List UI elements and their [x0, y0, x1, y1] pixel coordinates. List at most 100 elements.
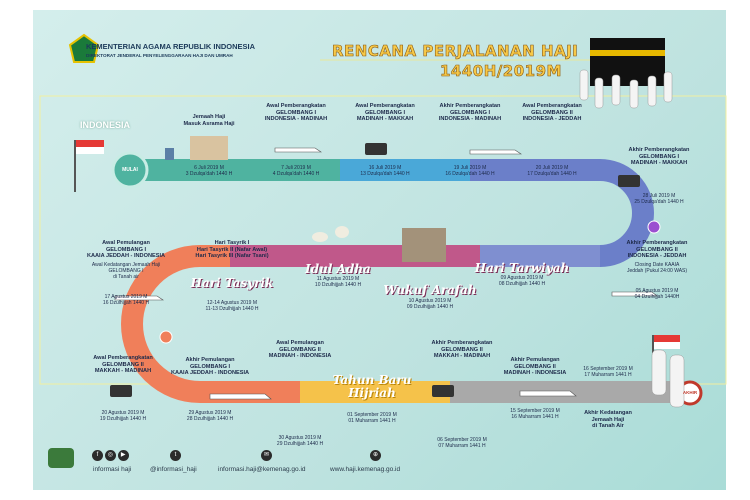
event-title: Tahun Baru Hijriah — [332, 373, 412, 400]
instagram-icon[interactable]: ◎ — [104, 450, 116, 461]
event-label: KAAIA JEDDAH - INDONESIA — [86, 253, 166, 260]
event-date-gregorian: 29 Agustus 2019 M — [188, 410, 232, 416]
event-label: Hari Tasyrik III (Nafar Tsani) — [195, 253, 269, 260]
event-label: Awal Pemberangkatan — [93, 355, 153, 361]
footer-twitter-link[interactable]: @informasi_haji — [150, 466, 197, 473]
event-note: GELOMBANG I — [108, 267, 144, 274]
event-date-hijri: 4 Dzulqa'dah 1440 H — [272, 171, 320, 177]
event-date-hijri: 13 Dzulqa'dah 1440 H — [360, 171, 410, 177]
event-label: MAKKAH - MADINAH — [94, 368, 152, 375]
start-circle — [111, 151, 149, 189]
event-label: GELOMBANG II — [531, 109, 573, 116]
event-date-hijri: 11-13 Dzulhijjah 1440 H — [205, 306, 259, 312]
event-date-gregorian: 11 Agustus 2019 M — [316, 276, 360, 282]
youtube-icon[interactable]: ▶ — [117, 450, 129, 461]
event-date-gregorian: 20 Juli 2019 M — [535, 165, 569, 171]
pilgrims-icon — [579, 69, 685, 408]
airplane-icon — [519, 390, 577, 397]
airplane-icon — [209, 393, 272, 400]
ministry-name: KEMENTERIAN AGAMA REPUBLIK INDONESIA — [86, 42, 256, 51]
footer-facebook-link[interactable]: informasi haji — [93, 466, 132, 473]
event-date-gregorian: 30 Agustus 2019 M — [278, 435, 322, 441]
flag-indonesia-icon — [76, 140, 104, 147]
event-date-hijri: 09 Dzulhijjah 1440 H — [406, 304, 454, 310]
event-label: Awal Pemberangkatan — [355, 103, 415, 109]
footer-social: f ◎ ▶ — [92, 450, 129, 461]
flag-pole — [74, 140, 76, 192]
end-label: AKHIR — [682, 390, 698, 395]
event-date-hijri: 01 Muharram 1441 H — [348, 418, 396, 424]
event-label: Jemaah Haji — [192, 114, 226, 120]
event-label: Jemaah Haji — [591, 416, 625, 423]
facebook-icon[interactable]: f — [92, 450, 103, 461]
event-label: GELOMBANG I — [449, 109, 491, 116]
event-date-hijri: 07 Muharram 1441 H — [438, 443, 486, 449]
direction-down-icon — [647, 220, 661, 234]
event-label: Awal Pemulangan — [276, 340, 324, 346]
event-title: Hari Tasyrik — [190, 276, 274, 290]
road-segment-orange — [121, 245, 300, 403]
event-label: MAKKAH - MADINAH — [433, 353, 491, 360]
event-date-hijri: 29 Dzulhijjah 1440 H — [276, 441, 324, 447]
event-date-gregorian: 09 Agustus 2019 M — [500, 275, 544, 281]
event-date-gregorian: 05 Agustus 2019 M — [635, 287, 679, 294]
event-label: Akhir Pemberangkatan — [626, 240, 688, 246]
event-label: INDONESIA - MADINAH — [438, 116, 502, 123]
event-label: MADINAH - MAKKAH — [356, 116, 414, 123]
event-date-gregorian: 20 Agustus 2019 M — [101, 410, 145, 416]
event-label: Akhir Pemberangkatan — [431, 340, 493, 346]
event-date-hijri: 19 Dzulhijjah 1440 H — [99, 416, 147, 422]
event-label: GELOMBANG II — [441, 346, 483, 353]
footer-logo — [48, 448, 74, 468]
event-title: Wukuf Arafah — [383, 283, 477, 297]
event-date-hijri: 28 Dzulhijjah 1440 H — [186, 416, 234, 422]
event-date-hijri: 10 Dzulhijjah 1440 H — [314, 282, 362, 288]
event-label: GELOMBANG I — [364, 109, 406, 116]
ministry-logo — [68, 33, 100, 63]
flag-indonesia-icon — [654, 335, 680, 342]
event-label: INDONESIA - MADINAH — [264, 116, 328, 123]
event-label: Awal Pemberangkatan — [266, 103, 326, 109]
event-label: Akhir Pemberangkatan — [439, 103, 501, 109]
footer-website-link[interactable]: www.haji.kemenag.go.id — [330, 466, 401, 473]
luggage-icon — [165, 148, 174, 160]
event-label: INDONESIA - JEDDAH — [627, 253, 687, 260]
footer-email-link[interactable]: informasi.haji@kemenag.go.id — [218, 466, 306, 473]
event-date-gregorian: 01 September 2019 M — [347, 412, 397, 418]
event-label: MADINAH - INDONESIA — [268, 353, 332, 360]
event-label: Akhir Pemulangan — [510, 357, 560, 363]
event-label: Akhir Pemulangan — [185, 357, 235, 363]
event-note: Jeddah (Pukul 24:00 WAS) — [626, 267, 688, 274]
event-date-gregorian: 16 Juli 2019 M — [368, 165, 402, 171]
event-date-gregorian: 7 Juli 2019 M — [281, 165, 311, 171]
event-note: Closing Date KAAIA — [634, 261, 680, 268]
page-subtitle: 1440H/2019M — [440, 62, 562, 81]
event-label: Awal Pemulangan — [102, 240, 150, 246]
event-label: MADINAH - INDONESIA — [503, 370, 567, 377]
start-label: MULAI — [122, 167, 138, 173]
goats-icon — [312, 226, 349, 242]
arafah-photo — [402, 228, 446, 262]
event-title: Idul Adha — [305, 262, 371, 276]
event-date-gregorian: 28 Juli 2019 M — [642, 193, 676, 199]
event-title: Hari Tarwiyah — [474, 261, 570, 275]
event-date-hijri: 17 Dzulqa'dah 1440 H — [527, 171, 577, 177]
event-label: Hari Tasyrik I — [214, 240, 250, 246]
event-date-hijri: 16 Dzulhijjah 1440 H — [102, 299, 150, 306]
event-label: INDONESIA - JEDDAH — [522, 116, 582, 123]
building-icon — [190, 136, 228, 160]
event-label: GELOMBANG II — [514, 363, 556, 370]
airplane-icon — [114, 295, 164, 301]
event-date-hijri: 17 Muharram 1441 H — [584, 372, 632, 378]
event-date-hijri: 25 Dzulqa'dah 1440 H — [634, 199, 684, 205]
event-date-gregorian: 12-14 Agustus 2019 M — [206, 300, 258, 306]
globe-icon[interactable]: ⊕ — [370, 450, 381, 461]
event-label: Akhir Pemberangkatan — [628, 147, 690, 153]
twitter-icon[interactable]: t — [170, 450, 181, 461]
event-label: Akhir Kedatangan — [584, 410, 632, 416]
event-date-hijri: 08 Dzulhijjah 1440 H — [498, 281, 546, 287]
event-date-hijri: 3 Dzulqa'dah 1440 H — [185, 171, 233, 177]
email-icon[interactable]: ✉ — [261, 450, 272, 461]
event-label: GELOMBANG I — [105, 246, 147, 253]
event-date-gregorian: 10 Agustus 2019 M — [408, 298, 452, 304]
